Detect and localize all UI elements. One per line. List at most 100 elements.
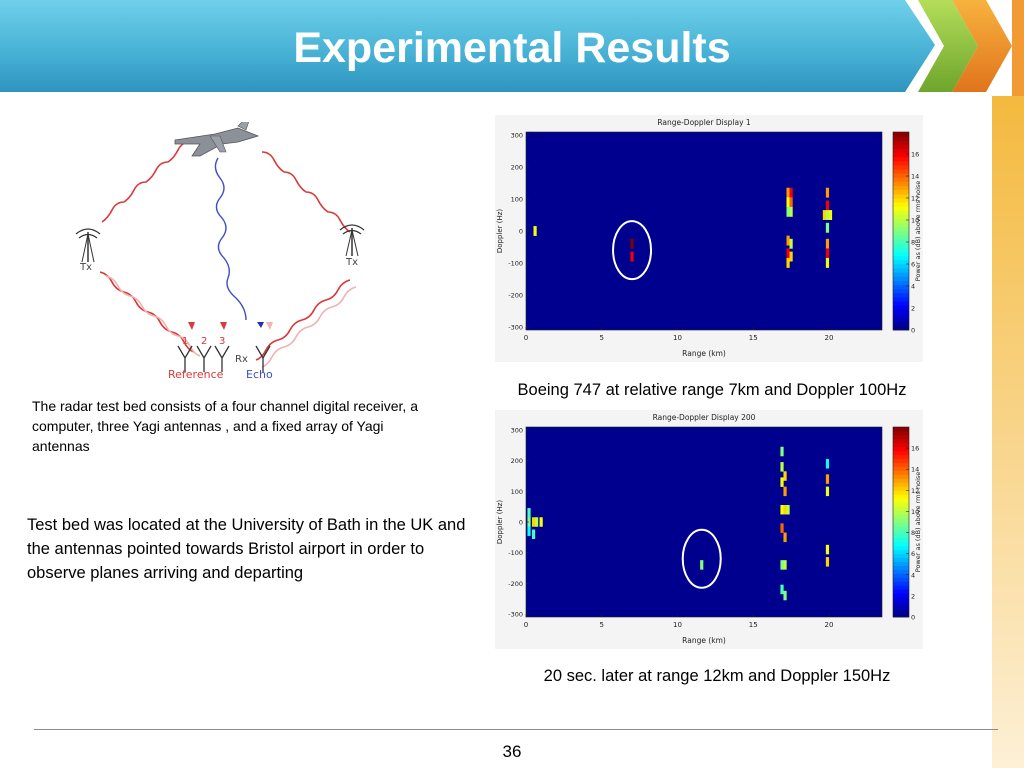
tx-right-to-rx-faint-path	[261, 286, 357, 368]
chart-1-colorbar-step-3	[893, 317, 909, 323]
chart-1-colorbar-step-41	[893, 160, 909, 166]
antenna-number-1: 1	[182, 336, 188, 347]
chart-2-colorbar-step-18	[893, 545, 909, 551]
chart-2-cell-1	[527, 508, 531, 518]
chart-2-cell-7	[531, 529, 536, 540]
chart-1-colorbar-step-47	[893, 136, 909, 141]
chart-2-cbar-tick-label-0: 0	[911, 614, 915, 622]
chart-2-colorbar-frame	[892, 426, 910, 618]
chart-1-colorbar-step-25	[893, 226, 909, 232]
chart-1-colorbar-step-26	[893, 222, 909, 228]
chart-1-cbar-tick-label-4: 4	[911, 283, 915, 291]
chart-2-xtick-label-5: 5	[600, 621, 604, 629]
chart-2-colorbar-step-22	[893, 529, 909, 535]
antenna-number-2: 2	[201, 336, 207, 347]
chart-1-ytick-label-100: 100	[511, 196, 523, 204]
chart-2-cell-9	[780, 446, 784, 457]
chart-1-colorbar-step-44	[893, 148, 909, 154]
chart-1-title: Range-Doppler Display 1	[657, 118, 751, 127]
chart-1-cell-23	[825, 257, 830, 268]
chart-2-colorbar-step-4	[893, 601, 909, 606]
chart-2-ytick-label--100: -100	[508, 549, 523, 557]
chart-1-colorbar-step-36	[893, 181, 909, 187]
chart-1-cell-8	[789, 197, 793, 208]
chart-2-colorbar-step-41	[893, 454, 909, 460]
chart-1-ytick-label--200: -200	[508, 291, 523, 299]
antenna-number-3: 3	[219, 336, 225, 347]
chart-1-colorbar-step-13	[893, 276, 909, 281]
chart-1-ytick-label--300: -300	[508, 323, 523, 331]
chart-2-cell-22	[783, 590, 787, 601]
chart-1-colorbar-step-22	[893, 239, 909, 244]
chart-2-cell-11	[780, 477, 784, 487]
chart-2-ytick-label-100: 100	[511, 488, 523, 496]
page-number: 36	[502, 742, 522, 761]
chart-2-cell-2	[527, 517, 531, 527]
chart-1-colorbar-step-33	[893, 193, 909, 199]
chart-1-colorbar-step-48	[893, 132, 909, 137]
chart-1-colorbar-step-35	[893, 185, 909, 191]
aircraft-echo-path	[214, 157, 247, 321]
chart-1-cbar-tick-label-0: 0	[911, 327, 915, 335]
chart-2-colorbar-step-34	[893, 482, 909, 487]
chart-1-cell-10	[786, 235, 790, 246]
chart-2-colorbar-step-40	[893, 458, 909, 464]
chart-1-colorbar-step-14	[893, 272, 909, 277]
chart-1-colorbar-step-11	[893, 284, 909, 290]
chart-1-cell-12	[786, 257, 790, 268]
chart-2-xtick-label-0: 0	[524, 621, 528, 629]
chart-1-target-ellipse	[612, 220, 653, 281]
chart-2-colorbar-step-7	[893, 589, 909, 594]
chart-1-caption: Boeing 747 at relative range 7km and Dop…	[517, 381, 907, 399]
chart-2-colorbar-step-36	[893, 474, 909, 479]
chart-2-cbar-tick-label-10: 10	[911, 508, 919, 516]
chart-1-colorbar-step-12	[893, 280, 909, 286]
chart-2-cell-27	[825, 557, 830, 567]
chart-2-colorbar-step-6	[893, 593, 909, 598]
chart-2-cell-19	[780, 560, 784, 570]
chart-1-ytick-label--100: -100	[508, 259, 523, 267]
chart-2-cell-17	[780, 523, 784, 533]
chart-2-colorbar-step-43	[893, 446, 909, 452]
chart-2-title: Range-Doppler Display 200	[653, 413, 756, 422]
chart-1-cell-18	[828, 210, 833, 220]
chart-2-plot-area	[525, 426, 883, 618]
chart-1-colorbar-step-24	[893, 231, 909, 236]
chart-2-ylabel: Doppler (Hz)	[496, 500, 504, 545]
chart-2-xtick-label-20: 20	[825, 621, 834, 629]
chart-1-xlabel: Range (km)	[682, 349, 726, 358]
reference-label: Reference	[168, 368, 224, 381]
chart-1-cell-21	[825, 238, 830, 249]
chart-2-colorbar-step-39	[893, 462, 909, 467]
chart-2-colorbar-step-25	[893, 518, 909, 523]
aircraft-icon	[174, 122, 260, 157]
title-banner-shape	[0, 0, 935, 92]
chart-2-colorbar-label: Power as (dB) above rms noise	[914, 472, 922, 573]
chart-2-ytick-label-300: 300	[511, 427, 523, 435]
chart-2-cell-25	[825, 486, 830, 497]
chart-1-colorbar-step-23	[893, 235, 909, 240]
rx-label: Rx	[235, 354, 248, 365]
chart-1-cell-14	[789, 251, 793, 262]
chart-1-cell-4	[786, 187, 790, 198]
tx-right-to-rx-path	[255, 279, 351, 361]
chart-1-colorbar-step-27	[893, 218, 909, 224]
chart-1-colorbar-step-39	[893, 169, 909, 174]
chart-1-plot-area	[525, 131, 883, 331]
chart-1-colorbar-step-38	[893, 173, 909, 178]
chart-1-cell-13	[789, 238, 793, 249]
chart-2-cbar-tick-label-2: 2	[911, 592, 915, 600]
chart-2-colorbar-step-28	[893, 506, 909, 511]
chart-2-colorbar-step-32	[893, 490, 909, 495]
chart-2-cell-15	[783, 504, 787, 515]
chart-2-cell-3	[527, 526, 531, 536]
chart-2-cbar-tick-label-16: 16	[911, 445, 919, 453]
chart-1-cell-20	[825, 222, 830, 233]
chart-1-cell-19	[825, 210, 830, 220]
chart-1-colorbar-step-30	[893, 206, 909, 211]
chart-1-colorbar-step-1	[893, 325, 909, 331]
chart-2-colorbar-step-42	[893, 450, 909, 456]
chart-2-ytick-label--300: -300	[508, 610, 523, 618]
chart-2-cbar-tick-label-4: 4	[911, 571, 915, 579]
chart-2-cell-10	[780, 462, 784, 472]
